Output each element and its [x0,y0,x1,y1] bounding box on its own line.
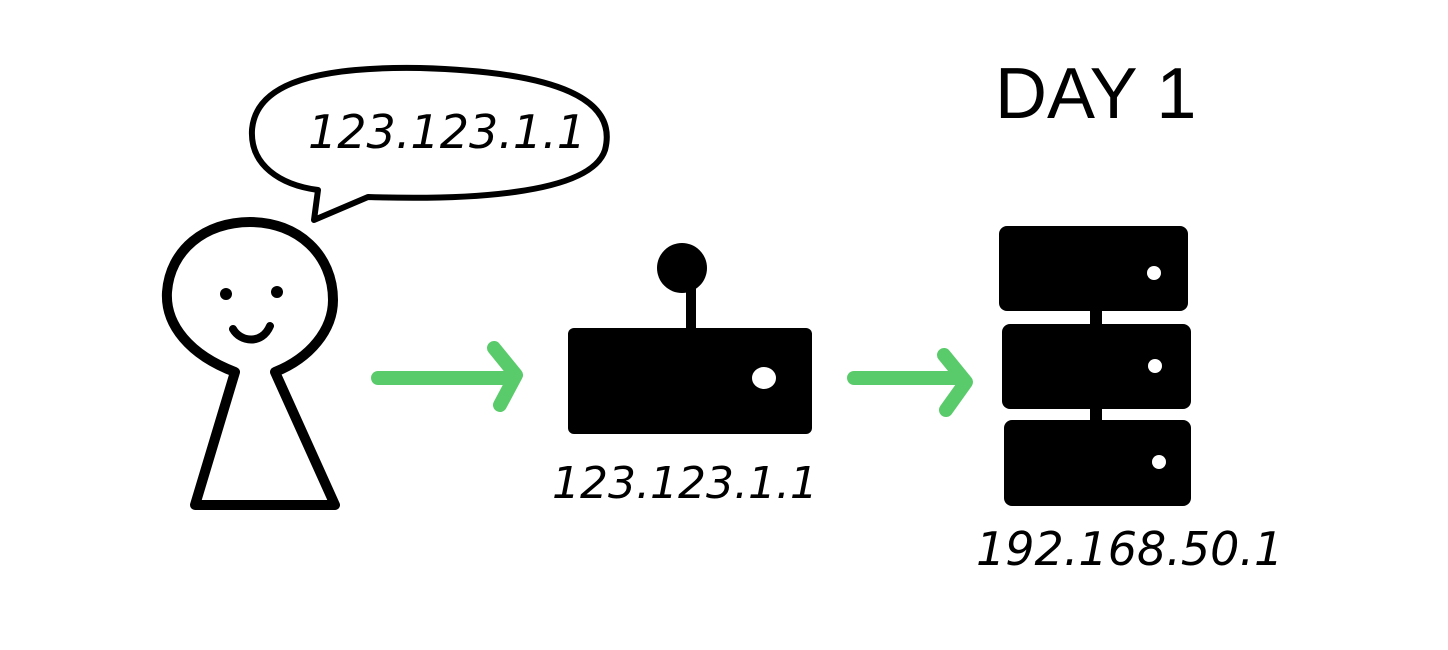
router-ip-label: 123.123.1.1 [552,458,818,509]
server-icon [999,226,1191,506]
speech-bubble: 123.123.1.1 [248,64,610,223]
person-icon [161,217,340,510]
arrow-right-icon [847,348,973,417]
arrow-right-icon [371,341,523,412]
router-icon [568,243,812,434]
diagram-title: DAY 1 [995,54,1196,134]
speech-text: 123.123.1.1 [308,105,586,159]
server-ip-label: 192.168.50.1 [976,522,1283,576]
